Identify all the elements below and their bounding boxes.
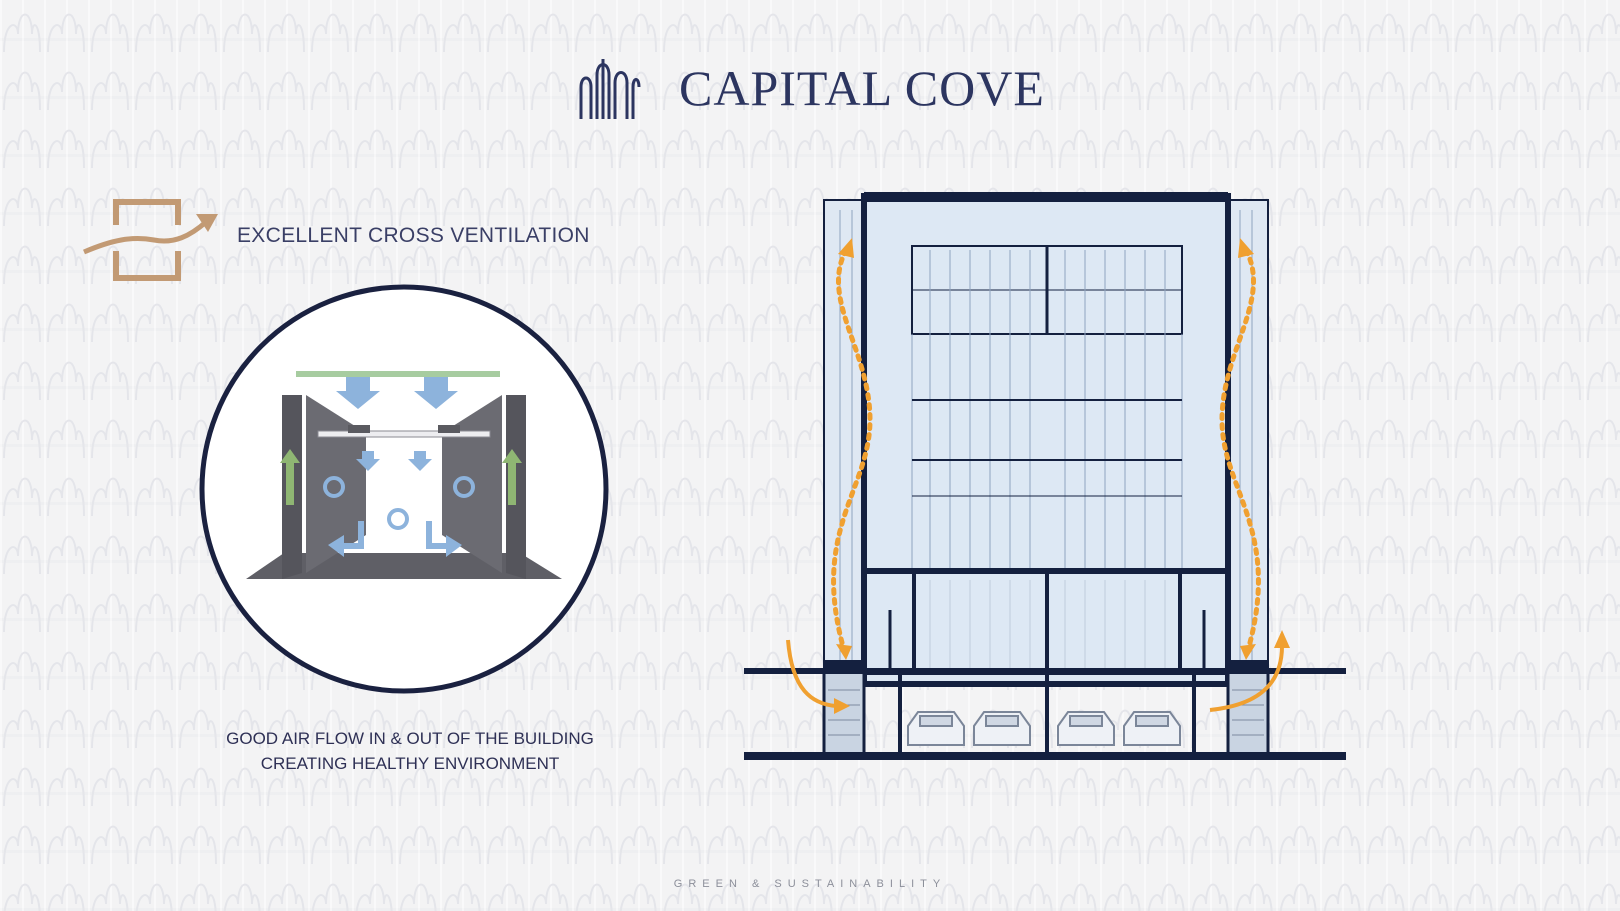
caption-line-1: GOOD AIR FLOW IN & OUT OF THE BUILDING (226, 729, 594, 748)
green-up-arrow-right (502, 449, 522, 505)
right-ramp (1226, 670, 1270, 757)
airflow-swirls (323, 476, 475, 530)
airflow-caption: GOOD AIR FLOW IN & OUT OF THE BUILDING C… (190, 726, 630, 776)
parked-cars (907, 711, 1181, 746)
caption-line-2: CREATING HEALTHY ENVIRONMENT (260, 754, 560, 773)
intake-airflow-arrow (786, 639, 837, 708)
airflow-down-arrow-left (336, 377, 380, 409)
car-icon (907, 711, 965, 746)
left-inner-wall (306, 395, 366, 573)
building-section-diagram (744, 192, 1346, 760)
diagram-circle-frame (199, 284, 609, 694)
green-up-arrow-left (280, 449, 300, 505)
wave-columns-icon (579, 59, 641, 119)
airflow-down-arrow-right (414, 377, 458, 409)
airflow-inner-arrow-right (408, 451, 432, 471)
dotted-airflow-paths (831, 247, 1261, 653)
brand-name: CAPITAL COVE (679, 60, 1045, 116)
green-roof (296, 371, 500, 377)
car-icon (1057, 711, 1115, 746)
ceiling-vent-right (438, 425, 460, 433)
airflow-arrowhead (836, 644, 852, 660)
footer-label: GREEN & SUSTAINABILITY (673, 878, 947, 890)
airflow-inner-arrow-left (356, 451, 380, 471)
podium-columns (888, 571, 1206, 755)
ceiling-vent-left (348, 425, 370, 433)
airflow-arrowhead (838, 238, 854, 258)
exhaust-airflow-arrow (1209, 645, 1284, 712)
car-icon (1123, 711, 1181, 746)
roof-slab (864, 192, 1228, 202)
ventilation-circle-diagram (199, 284, 609, 694)
cross-ventilation-icon (83, 199, 218, 281)
ceiling-slab (317, 430, 491, 438)
ventilation-title: EXCELLENT CROSS VENTILATION (237, 224, 590, 247)
airflow-arrowhead (1238, 238, 1254, 258)
airflow-out-arrow-left (328, 521, 364, 557)
left-ramp (822, 670, 866, 757)
brand-header: CAPITAL COVE (575, 48, 1045, 128)
car-icon (973, 711, 1031, 746)
airflow-out-arrow-right (426, 521, 462, 557)
airflow-arrowhead (1240, 644, 1256, 660)
